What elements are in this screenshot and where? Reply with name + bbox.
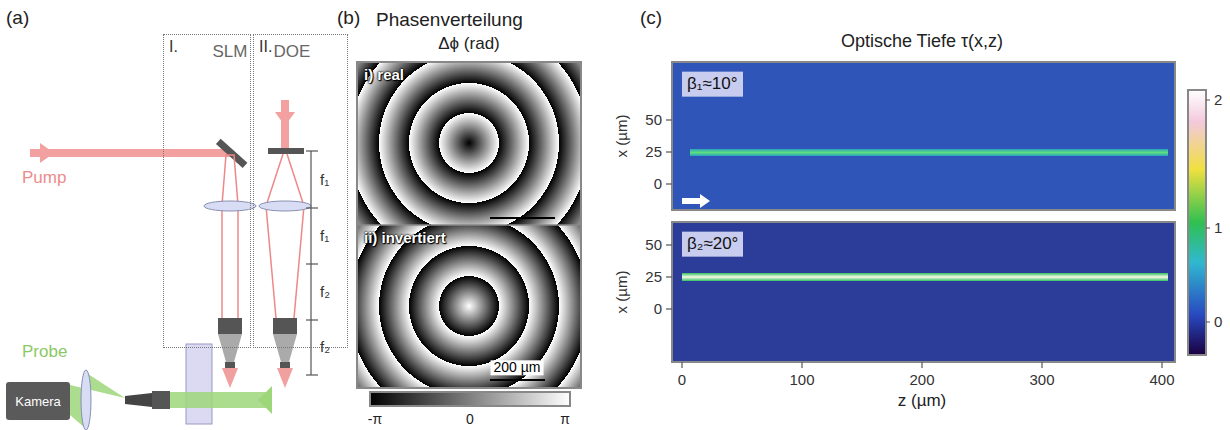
- axis-tick: 300: [1029, 372, 1054, 389]
- axis-tick: 400: [1149, 372, 1174, 389]
- focal-length: f₁: [320, 172, 329, 189]
- camera-box: Kamera: [6, 382, 70, 420]
- heatmap: [672, 62, 1175, 210]
- axis-title: x (µm): [614, 271, 631, 314]
- sample-cuvette: [186, 344, 212, 424]
- colorbar: [1188, 90, 1206, 355]
- colorbar: [370, 392, 570, 406]
- pump-arrow: [40, 143, 54, 163]
- colorbar-tick: 2: [1214, 92, 1222, 109]
- dimension-line: [306, 151, 318, 375]
- colorbar-tick: 0: [1214, 314, 1222, 331]
- colorbar-tick: -π: [368, 412, 382, 427]
- depth-maps: [666, 62, 1210, 368]
- angle-label: β₂≈20°: [682, 232, 743, 257]
- axis-title: z (µm): [898, 392, 947, 411]
- axis-tick: 200: [909, 372, 934, 389]
- beam: [222, 155, 238, 205]
- setup-frame: II.: [253, 34, 348, 348]
- setup-frame: I.: [163, 34, 251, 348]
- probe-beam: [170, 392, 266, 408]
- panel-title: Phasenverteilung: [376, 10, 523, 31]
- image-label: ii) invertiert: [364, 230, 446, 247]
- colorbar-tick: 1: [1214, 220, 1222, 237]
- image-label: i) real: [364, 67, 404, 84]
- phase-images: [357, 62, 581, 406]
- setup: [30, 100, 318, 430]
- axis-tick: 100: [789, 372, 814, 389]
- focus: [222, 368, 238, 388]
- colorbar-title: Δϕ (rad): [438, 35, 500, 54]
- part-label: SLM: [213, 43, 248, 62]
- axis-tick: 0: [654, 301, 662, 318]
- colorbar-tick: π: [560, 412, 570, 427]
- focal-length: f₂: [320, 284, 330, 301]
- axis-tick: 0: [654, 176, 662, 193]
- lens: [204, 201, 256, 211]
- panel-title: Optische Tiefe τ(x,z): [841, 32, 1003, 52]
- part-label: DOE: [274, 43, 311, 62]
- panel-letter: (a): [6, 8, 29, 29]
- beam-label: Probe: [22, 343, 67, 362]
- direction-arrow: [682, 194, 710, 208]
- lens: [81, 370, 91, 430]
- objective: [152, 391, 170, 409]
- objective: [218, 318, 242, 334]
- focal-length: f₂: [320, 339, 330, 356]
- axis-tick: 0: [678, 372, 686, 389]
- scale-bar: [490, 379, 545, 381]
- axis-ticks: [666, 120, 1162, 368]
- angle-label: β₁≈10°: [682, 72, 743, 97]
- phase-image: [357, 62, 581, 225]
- pump-beam: [30, 149, 230, 157]
- plasma-line: [690, 149, 1168, 156]
- plasma-line: [682, 273, 1168, 281]
- axis-tick: 50: [645, 237, 662, 254]
- colorbar-tick: 0: [466, 412, 474, 427]
- frame-label: I.: [169, 38, 178, 55]
- panel-letter: (c): [640, 8, 662, 29]
- camera-label: Kamera: [15, 394, 61, 409]
- axis-title: x (µm): [614, 115, 631, 158]
- frame-label: II.: [259, 38, 272, 55]
- slm-mirror: [216, 139, 247, 168]
- heatmap: [672, 222, 1175, 362]
- lens: [259, 201, 311, 211]
- objective: [218, 334, 242, 362]
- beam-label: Pump: [22, 169, 66, 188]
- axis-tick: 25: [645, 269, 662, 286]
- focal-length: f₁: [320, 228, 329, 245]
- axis-tick: 50: [645, 112, 662, 129]
- axis-tick: 25: [645, 144, 662, 161]
- scale-label: 200 µm: [491, 360, 544, 375]
- doe: [268, 148, 304, 154]
- scale-bar: [490, 217, 555, 219]
- panel-letter: (b): [337, 8, 360, 29]
- phase-image: [357, 225, 581, 388]
